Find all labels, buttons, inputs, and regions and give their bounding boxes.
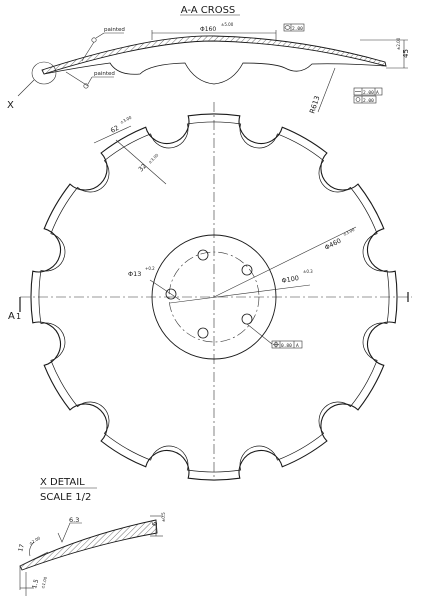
painted-balloon-2 xyxy=(83,83,89,89)
dim-notch-2-tol: ±3.00 xyxy=(147,152,160,165)
tol-frame-1 xyxy=(353,87,383,96)
dim-bolt-tol: ±0.3 xyxy=(303,269,313,274)
painted-balloon-1 xyxy=(91,37,97,43)
dim-notch-1-tol: ±3.00 xyxy=(119,114,133,124)
dim-line-notch-2 xyxy=(115,139,167,185)
section-marker-left-index: 1 xyxy=(16,312,21,321)
dim-notch-1: 62 xyxy=(109,124,120,135)
dim-line-outer xyxy=(213,226,357,298)
flatness-frame xyxy=(283,23,305,32)
disc-lower-contour xyxy=(43,62,387,85)
detail-scale: SCALE 1/2 xyxy=(40,492,91,503)
dim-hole-tol: +0.2 xyxy=(145,266,155,271)
dim-phi160-tol: ±5.00 xyxy=(221,22,234,27)
dim-depth-tol: ±2.00 xyxy=(396,37,401,50)
detail-title: X DETAIL xyxy=(40,477,85,488)
tol-frame-2-value: 2.00 xyxy=(363,98,374,104)
detail-view: X DETAIL SCALE 1/2 6 ±0.5 6.3 17 ±2.00 1… xyxy=(17,477,166,596)
disc-outer-outline xyxy=(30,113,398,481)
section-marker-left: A xyxy=(8,311,15,322)
tol-frame-2 xyxy=(353,95,377,104)
hub-circle xyxy=(151,234,277,360)
detail-x-circle xyxy=(31,61,57,85)
position-frame xyxy=(271,340,303,349)
bolt-hole-5 xyxy=(165,288,177,300)
bolt-circle xyxy=(168,251,260,343)
painted-label-2: painted xyxy=(94,71,115,77)
plan-view: Φ13 +0.2 Φ100 ±0.3 Φ460 ±3.00 62 ±3.00 3… xyxy=(8,102,412,481)
painted-label-1: painted xyxy=(104,27,125,33)
position-value: 0.80 xyxy=(281,343,292,349)
tol-frame-1-value: 2.00 xyxy=(363,90,374,96)
dim-line-hole xyxy=(149,279,181,301)
dim-notch-2: 32 xyxy=(137,162,149,174)
dim-hole: Φ13 xyxy=(128,270,141,278)
bolt-hole-3 xyxy=(241,313,253,325)
detail-blade-section xyxy=(19,519,158,571)
dim-line-bolt xyxy=(169,284,311,304)
disc-inner-edge xyxy=(38,121,390,473)
disc-profile-section xyxy=(41,35,387,75)
dim-outer-tol: ±3.00 xyxy=(342,227,356,237)
dim-bolt: Φ100 xyxy=(281,274,300,285)
dim-thickness-tol: ±0.5 xyxy=(161,512,166,522)
dim-angle: 17 xyxy=(17,543,26,552)
roughness-value: 6.3 xyxy=(69,516,79,524)
dim-thickness: 6 xyxy=(151,521,159,526)
flatness-value: 2.00 xyxy=(292,26,303,32)
dim-radius: R613 xyxy=(308,95,321,115)
section-view: A-A CROSS Φ160 ±5.00 2.00 painted painte… xyxy=(7,5,410,115)
dim-edge-tol: ±1.00 xyxy=(40,576,48,590)
dim-line-angle xyxy=(29,541,35,557)
detail-x-label: X xyxy=(7,100,14,111)
bolt-hole-2 xyxy=(241,264,253,276)
radius-leader xyxy=(317,67,336,113)
dim-phi160: Φ160 xyxy=(200,26,216,33)
dim-depth: 45 xyxy=(402,49,410,58)
roughness-symbol xyxy=(57,522,82,543)
dim-edge: 1.5 xyxy=(31,578,40,589)
dim-angle-tol: ±2.00 xyxy=(28,535,42,546)
dim-outer: Φ460 xyxy=(323,237,342,252)
bolt-hole-4 xyxy=(197,327,209,339)
dim-line-notch-1 xyxy=(93,125,132,144)
position-ref: A xyxy=(296,343,299,349)
section-title: A-A CROSS xyxy=(181,5,236,16)
bolt-hole-1 xyxy=(197,249,209,261)
tol-frame-1-ref: A xyxy=(376,90,379,96)
